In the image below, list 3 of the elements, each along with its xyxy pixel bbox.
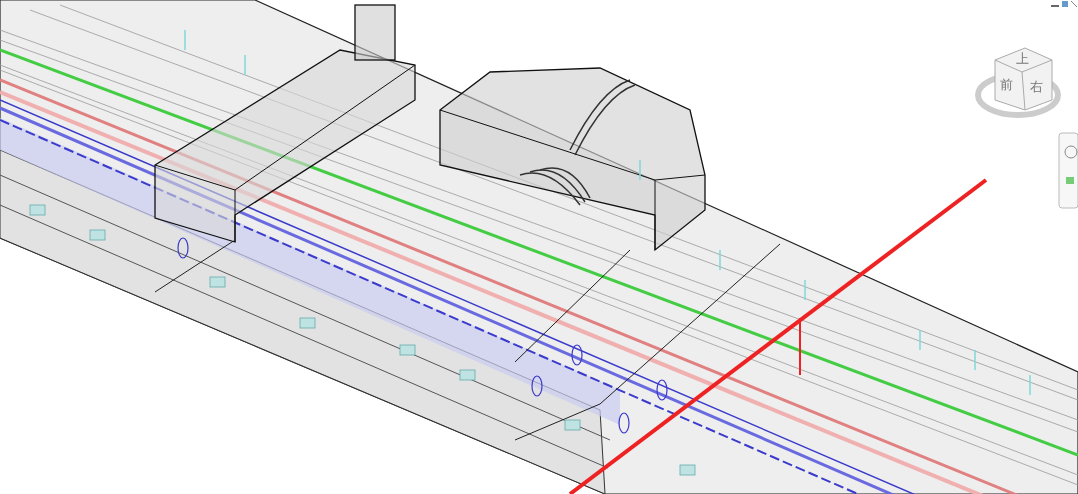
view-cube-label: 前 [1000, 78, 1013, 91]
view-cube-label: 右 [1030, 80, 1043, 93]
view-cube-label: 上 [1016, 52, 1029, 65]
